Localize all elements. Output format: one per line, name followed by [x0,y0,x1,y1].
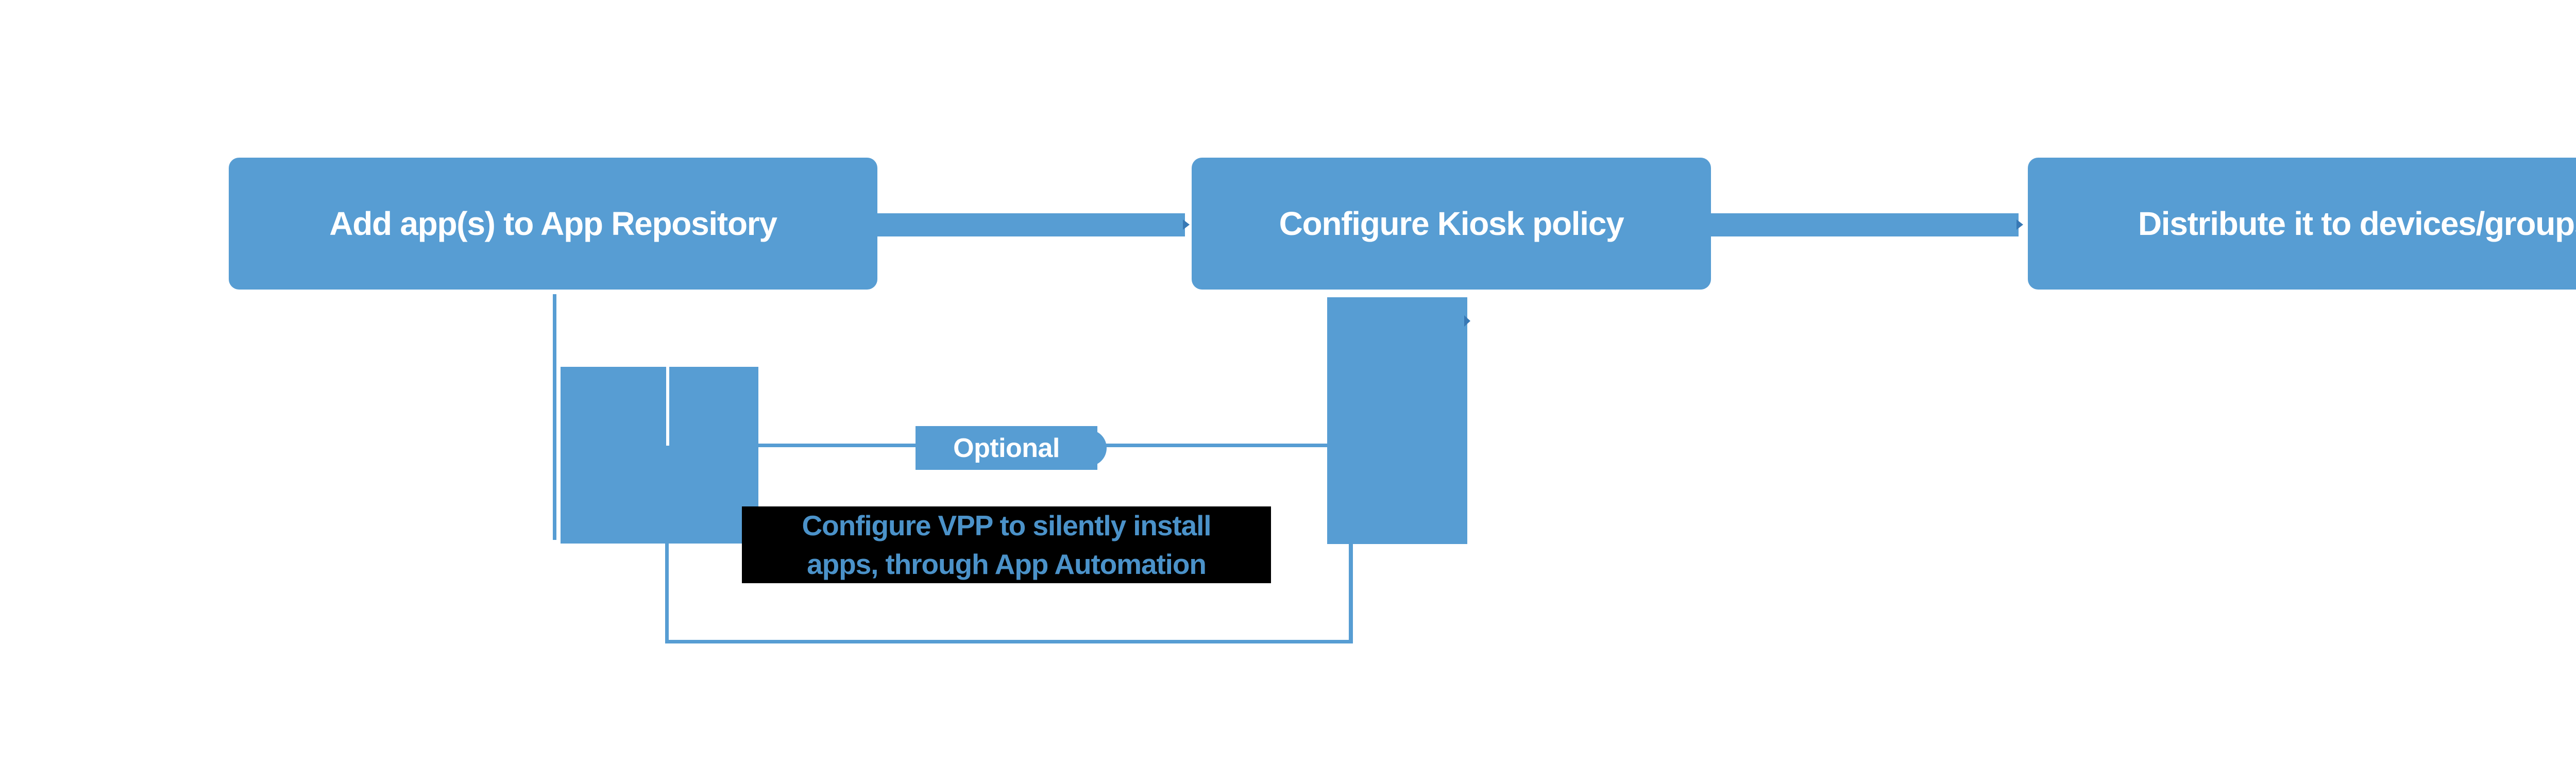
connector-step1-step2 [877,213,1185,236]
branch-block-divider [666,367,669,446]
optional-loop-left-line [665,544,669,643]
optional-note: Configure VPP to silently install apps, … [742,506,1271,583]
optional-loop-right-line [1349,544,1353,643]
arrowhead-branch-into-step2-icon [1464,315,1470,327]
flow-step-configure-kiosk-policy-label: Configure Kiosk policy [1279,205,1624,242]
optional-note-line2: apps, through App Automation [807,548,1207,580]
branch-block-below-step1 [561,367,758,544]
optional-note-line1: Configure VPP to silently install [802,509,1212,541]
branch-block-below-step2 [1327,297,1467,544]
connector-step2-step3 [1711,213,2019,236]
arrowhead-into-step3-icon [2016,219,2023,230]
optional-loop-bottom-line [665,640,1353,643]
arrowhead-into-step2-icon [1183,219,1190,230]
flow-step-add-apps: Add app(s) to App Repository [229,158,877,290]
flow-step-add-apps-label: Add app(s) to App Repository [329,205,777,242]
branch-line-from-step1 [553,294,556,540]
flow-step-distribute-devices: Distribute it to devices/groups [2028,158,2576,290]
flow-step-configure-kiosk-policy: Configure Kiosk policy [1192,158,1711,290]
flow-step-distribute-devices-label: Distribute it to devices/groups [2138,205,2576,242]
optional-badge: Optional [916,426,1107,470]
optional-badge-label: Optional [953,433,1060,463]
